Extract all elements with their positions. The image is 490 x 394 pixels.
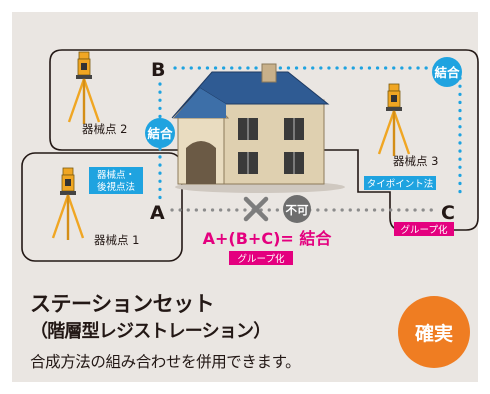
section-subtitle: （階層型レジストレーション）	[30, 321, 271, 342]
group-tag-right	[394, 222, 454, 236]
tripod-icon	[377, 83, 411, 156]
point-c-label: C	[441, 202, 455, 224]
group-tag-formula	[229, 251, 293, 265]
house-icon	[171, 63, 345, 193]
group-tag-right-label: グループ化	[401, 224, 448, 236]
group-outline-a	[21, 152, 183, 262]
combine-label-left: 結合	[147, 126, 173, 141]
tripod-icon	[67, 51, 101, 124]
point-a-label: A	[150, 202, 165, 224]
backsight-tag	[89, 167, 143, 194]
instrument-3-label: 器械点 3	[393, 154, 438, 168]
impossible-badge	[283, 195, 311, 223]
tiepoint-tag	[364, 176, 436, 190]
group-outline-b	[49, 49, 479, 231]
tripod-icon	[51, 167, 85, 240]
instrument-2-label: 器械点 2	[82, 122, 127, 136]
backsight-tag-line2: 後視点法	[97, 181, 135, 193]
tiepoint-tag-label: タイポイント法	[367, 178, 434, 190]
instrument-1-label: 器械点 1	[94, 233, 139, 247]
impossible-label: 不可	[286, 203, 309, 217]
section-description: 合成方法の組み合わせを併用できます。	[30, 353, 301, 371]
combine-badge-right	[432, 57, 462, 87]
formula: A+(B+C)= 結合	[203, 229, 333, 248]
cross-icon	[243, 196, 269, 222]
point-b-label: B	[151, 59, 165, 81]
combine-badge-left	[145, 118, 175, 148]
combine-label-right: 結合	[434, 65, 460, 80]
section-title: ステーションセット	[30, 292, 215, 316]
certain-badge: 確実	[398, 296, 470, 368]
backsight-tag-line1: 器械点・	[97, 169, 135, 181]
group-tag-formula-label: グループ化	[238, 253, 285, 265]
